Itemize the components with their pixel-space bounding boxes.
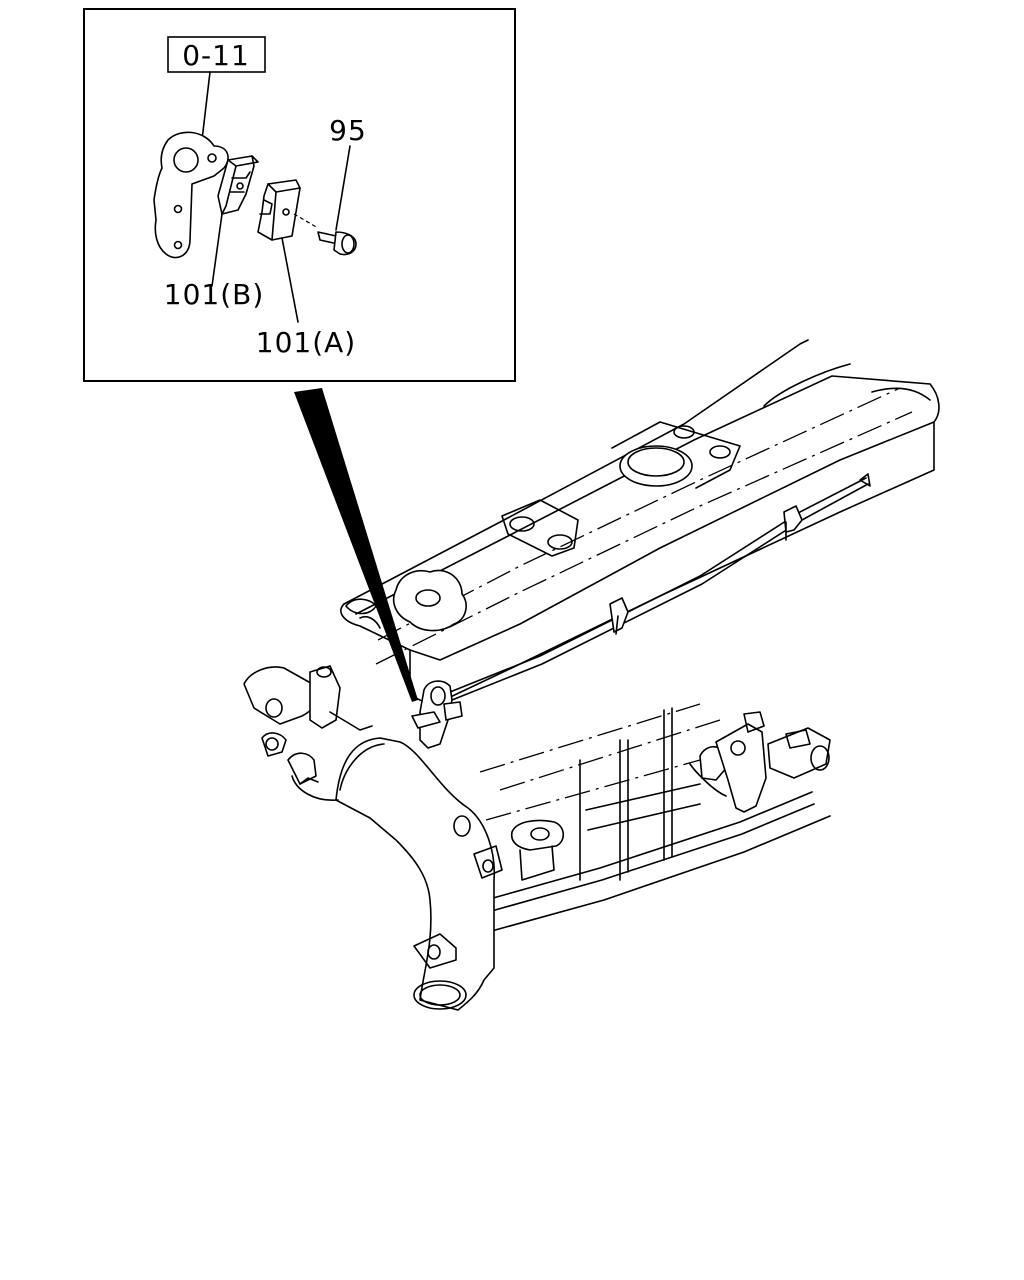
bolt-callout[interactable]: 95 [329, 114, 367, 147]
bracket-part [153, 131, 229, 259]
clip-b-leader [211, 213, 223, 287]
bolt-leader [335, 145, 351, 231]
group-ref-leader [201, 71, 211, 141]
clip-a-callout[interactable]: 101(A) [256, 326, 356, 359]
clip-a-part [257, 179, 301, 241]
detail-pointer [294, 388, 418, 702]
engine-assembly [243, 339, 940, 1011]
bolt-part [293, 213, 357, 256]
clip-b-part [217, 155, 259, 215]
group-ref-label: 0-11 [182, 39, 250, 72]
group-ref-callout[interactable]: 0-11 [167, 36, 266, 73]
clip-a-leader [281, 237, 299, 323]
clip-b-callout[interactable]: 101(B) [164, 278, 265, 311]
detail-inset: 0-11 [83, 8, 516, 382]
